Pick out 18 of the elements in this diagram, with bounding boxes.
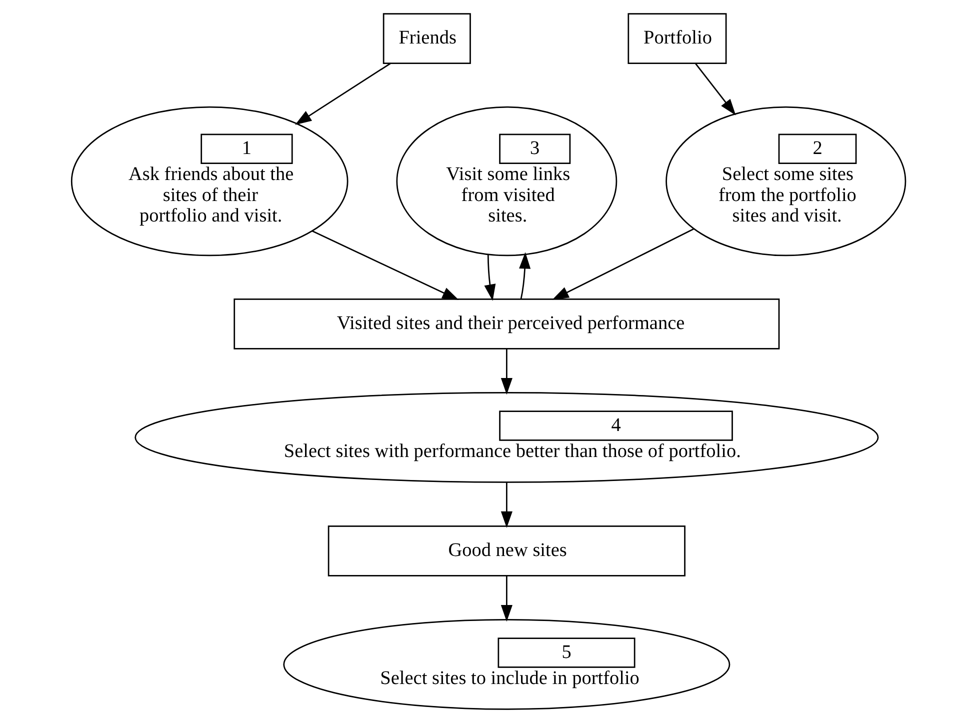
node-ellipse: 4 Select sites with performance better than those of portfolio.: [134, 392, 878, 483]
arrow: [518, 252, 530, 299]
node-box: Portfolio: [627, 13, 726, 64]
arrow: [500, 348, 512, 395]
node-box: Friends: [382, 13, 470, 64]
arrow: [552, 228, 694, 300]
node-ellipse: 1 Ask friends about the sites of their portfolio and visit.: [70, 106, 348, 256]
node-box: Visited sites and their perceived performance: [233, 298, 780, 350]
arrow: [500, 482, 512, 528]
arrow: [694, 63, 736, 116]
arrow: [311, 230, 458, 300]
node-ellipse: 5 Select sites to include in portfolio: [282, 619, 730, 710]
arrow: [294, 62, 390, 125]
arrow: [484, 254, 496, 301]
node-ellipse: 2 Select some sites from the portfolio sites and visit.: [665, 106, 906, 256]
node-ellipse: 3 Visit some links from visited sites.: [396, 106, 617, 256]
arrow: [500, 576, 512, 622]
node-box: Good new sites: [327, 526, 685, 576]
